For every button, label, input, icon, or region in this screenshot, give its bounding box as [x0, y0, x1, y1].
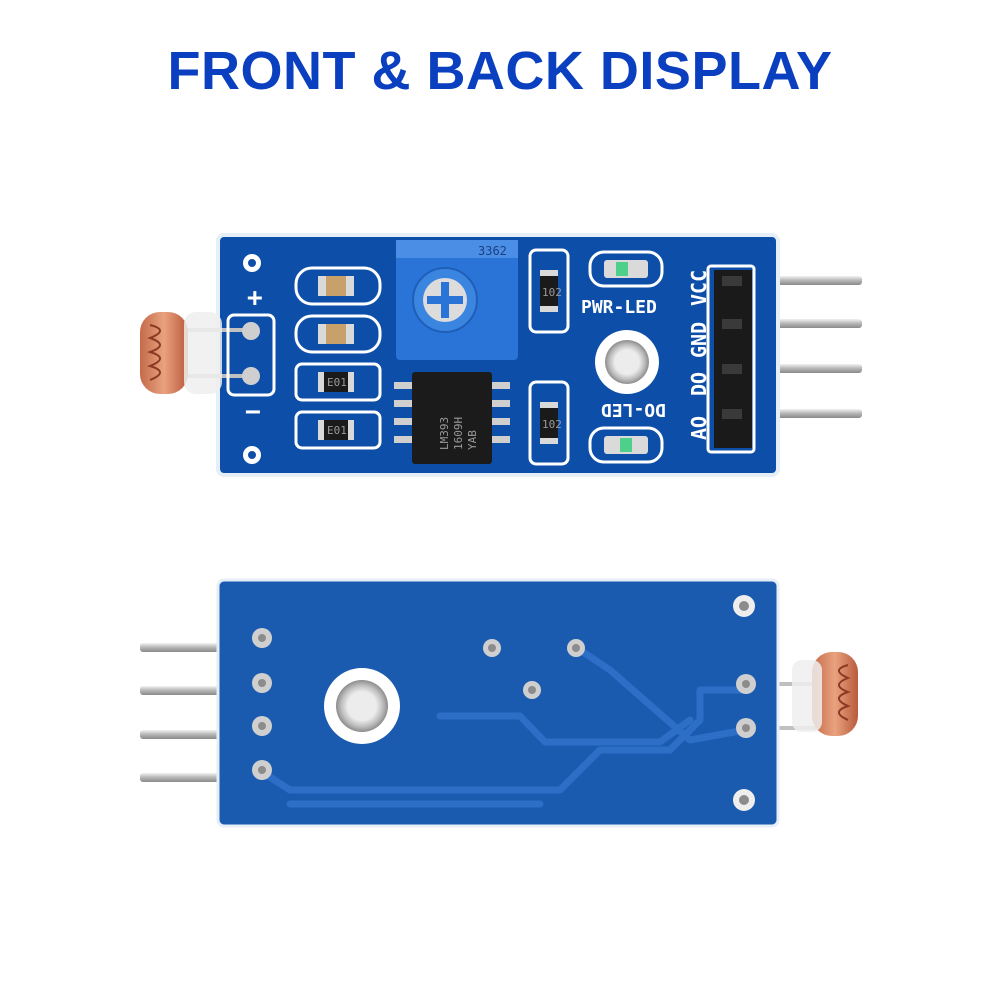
chip-line-1: LM393: [438, 417, 451, 450]
page-title: FRONT & BACK DISPLAY: [167, 41, 833, 101]
lm393-chip: LM393 1609H YAB: [394, 372, 510, 464]
photoresistor: [140, 312, 248, 394]
do-led-label: DO-LED: [601, 399, 666, 420]
do-led: [588, 426, 664, 464]
solder-joints: [252, 628, 756, 780]
left-components: E01 E01: [294, 266, 382, 450]
back-board: [140, 578, 858, 828]
back-photoresistor: [748, 652, 858, 736]
pwr-led: [588, 250, 664, 288]
resistor-102-top: 102: [542, 286, 562, 299]
plus-label: +: [247, 283, 263, 313]
chip-line-2: 1609H: [452, 417, 465, 450]
pwr-led-label: PWR-LED: [581, 297, 657, 318]
right-resistors: 102 102: [528, 248, 570, 466]
back-header-pins: [140, 643, 230, 782]
pin-header: [714, 270, 752, 448]
minus-label: −: [245, 397, 261, 427]
potentiometer: 3362: [396, 240, 518, 360]
resistor-102-bottom: 102: [542, 418, 562, 431]
chip-line-3: YAB: [466, 430, 479, 450]
back-traces: [258, 646, 749, 808]
resistor-code-2: E01: [327, 424, 347, 437]
potentiometer-code: 3362: [478, 244, 507, 258]
back-pcb: [218, 580, 778, 826]
front-board: + − E01 E01 3362: [140, 233, 862, 477]
resistor-code: E01: [327, 376, 347, 389]
